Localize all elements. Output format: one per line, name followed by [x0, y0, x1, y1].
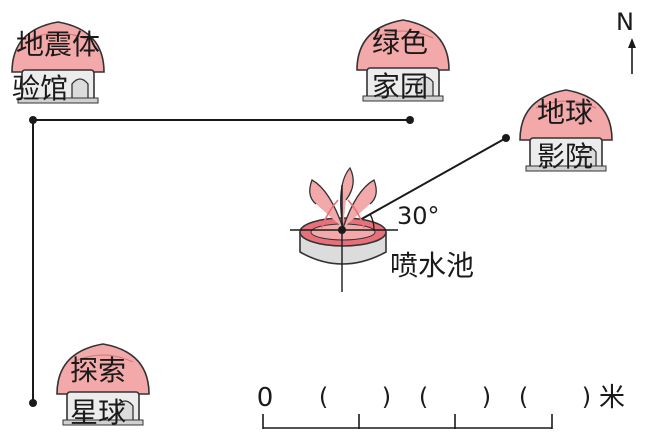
house-green-home: 绿色 家园	[356, 19, 450, 103]
earth-cinema-line1: 地球	[537, 96, 593, 129]
green-home-line1: 绿色	[372, 26, 428, 59]
star-planet-line1: 探索	[70, 354, 126, 387]
path-fountain-to-cinema	[341, 137, 507, 231]
scale-zero: 0	[257, 383, 274, 413]
fountain-label: 喷水池	[390, 249, 474, 282]
scale-blank-3: ( )	[519, 383, 591, 411]
scale-bar: 0 ( ) ( ) ( ) 米	[257, 383, 625, 429]
green-home-line2: 家园	[372, 70, 428, 103]
angle-arc	[369, 213, 375, 231]
angle-label: 30°	[397, 202, 440, 230]
dot-quake-hall	[29, 116, 37, 124]
north-label: N	[616, 8, 634, 36]
route-dots	[29, 116, 510, 407]
quake-hall-line2: 验馆	[12, 72, 68, 105]
earth-cinema-line2: 影院	[537, 140, 593, 173]
fountain-center-dot	[338, 226, 346, 234]
dot-green-home	[406, 116, 414, 124]
house-earth-cinema: 地球 影院	[519, 89, 613, 173]
dot-earth-cinema	[502, 134, 510, 142]
scale-blank-1: ( )	[319, 383, 391, 411]
north-arrow-head-icon	[628, 38, 636, 48]
house-quake-hall: 地震体 验馆	[11, 21, 105, 105]
quake-hall-line1: 地震体	[16, 28, 100, 61]
north-arrow: N	[616, 8, 636, 74]
fountain: 30° 喷水池	[290, 166, 474, 292]
house-star-planet: 探索 星球	[56, 343, 150, 429]
route-lines	[32, 119, 507, 403]
star-planet-line2: 星球	[70, 396, 126, 429]
scale-unit: 米	[599, 383, 625, 413]
scale-blank-2: ( )	[419, 383, 491, 411]
dot-star-planet	[29, 399, 37, 407]
